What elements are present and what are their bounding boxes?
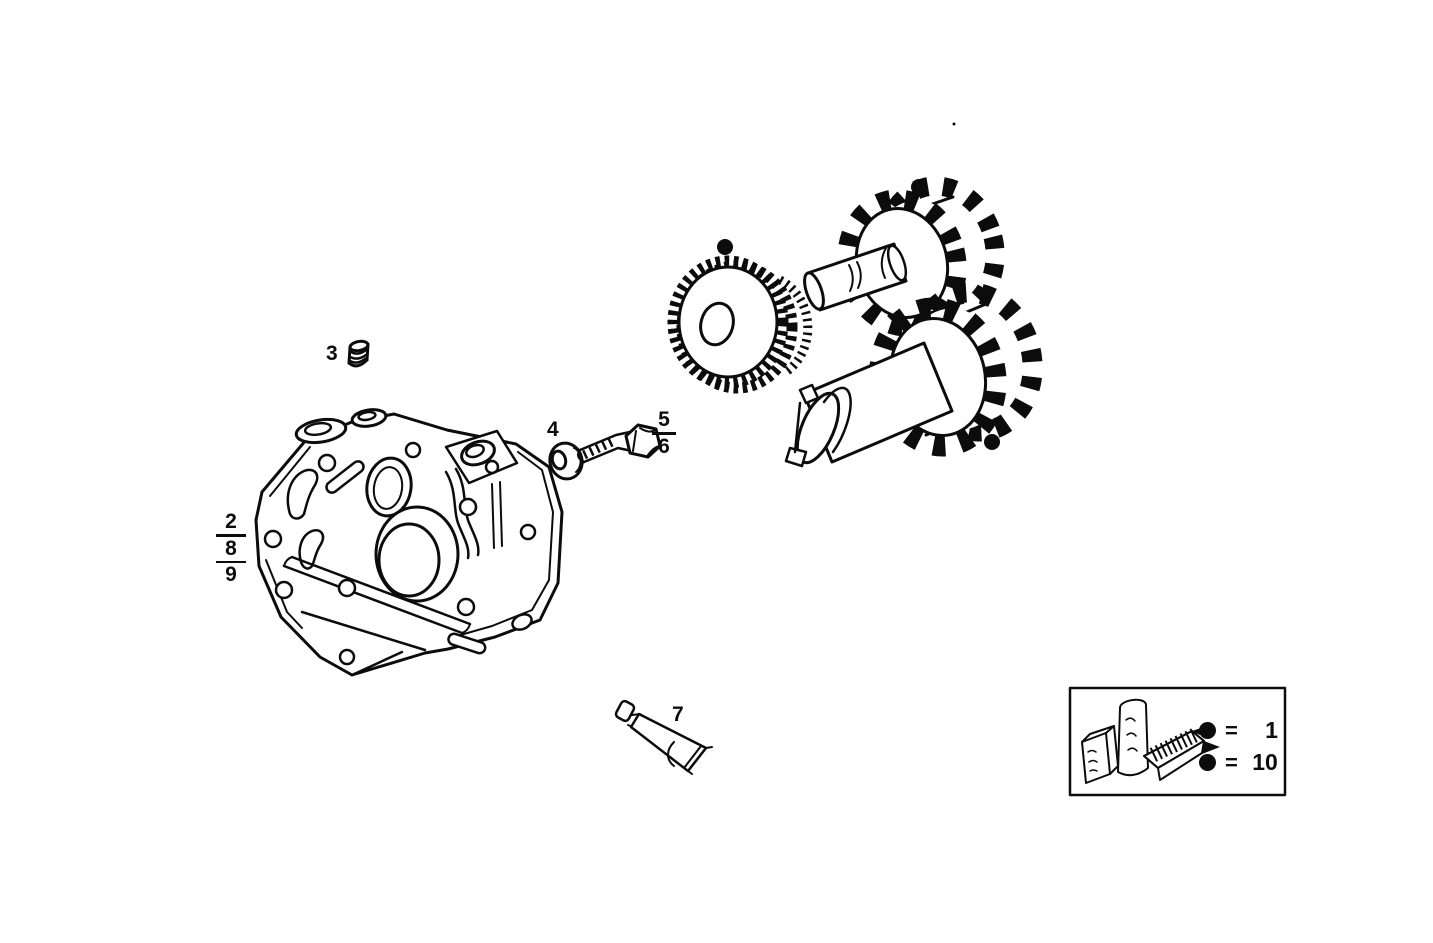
driven-gear-drawing [667, 255, 813, 394]
speck [952, 122, 956, 126]
callout-divider [216, 534, 246, 537]
callout-number: 8 [225, 536, 237, 560]
callout-divider [216, 560, 246, 563]
pump-housing-drawing [254, 408, 564, 677]
callout-number: 6 [658, 434, 670, 458]
legend-value: 10 [1252, 749, 1278, 775]
legend-dot-icon [1199, 722, 1216, 739]
callout-divider [652, 432, 676, 435]
callout-number: 5 [658, 408, 670, 431]
quantity-dot-icon [984, 434, 1000, 450]
legend-row-1: = 1 [1199, 719, 1278, 742]
callout-housing-2-8-9: 2 8 9 [214, 510, 248, 586]
sealant-tube-drawing [614, 699, 713, 775]
bolt-drawing [576, 423, 662, 464]
pump-gear-sleeve-drawing [784, 282, 1043, 468]
quantity-dot-icon [717, 239, 733, 255]
callout-plug-3: 3 [326, 342, 338, 365]
quantity-dot-icon [911, 179, 927, 195]
legend-row-2: = 10 [1199, 751, 1278, 774]
callout-tube-7: 7 [672, 703, 684, 726]
callout-number: 2 [225, 510, 237, 533]
plug-drawing [347, 339, 370, 368]
callout-washer-4: 4 [547, 418, 559, 441]
callout-number: 9 [225, 563, 237, 586]
legend-dot-icon [1199, 754, 1216, 771]
callout-bolt-5-6: 5 6 [650, 408, 678, 458]
legend-equals: = [1225, 717, 1238, 743]
legend-value: 1 [1265, 717, 1278, 743]
legend-equals: = [1225, 749, 1238, 775]
